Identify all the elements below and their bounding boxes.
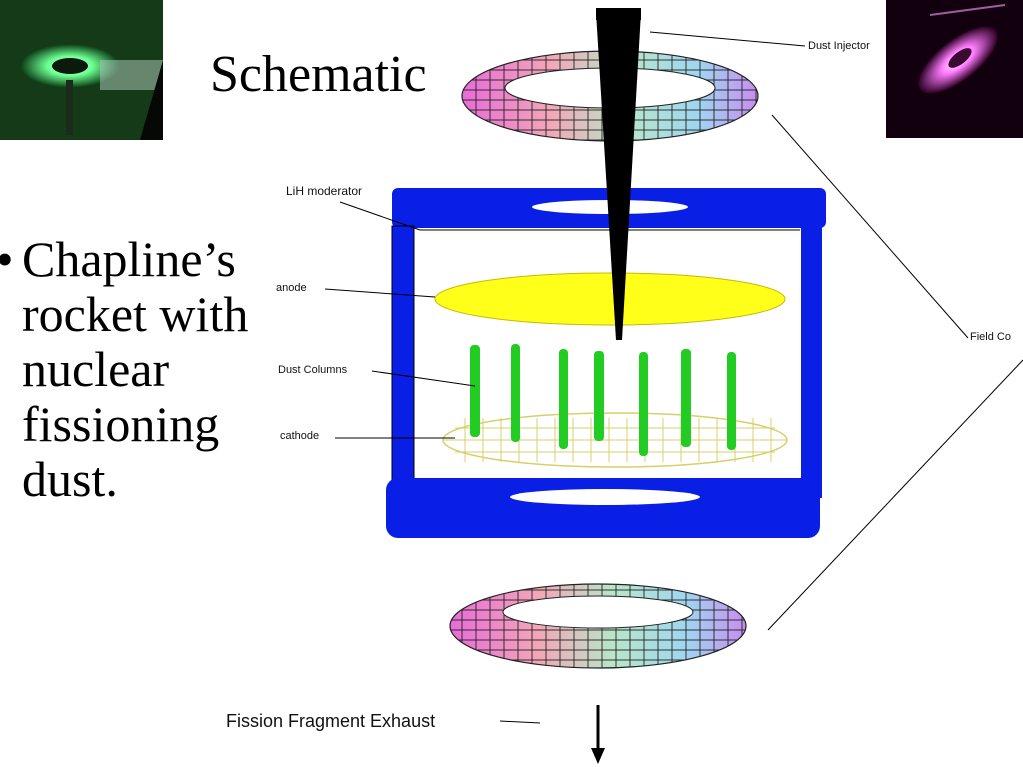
label-field-coils: Field Co [970,331,1011,343]
bullet-text-content: Chapline’s rocket with nuclear fissionin… [22,231,249,507]
photo-green-plasma [0,0,163,140]
bullet-text: • Chapline’s rocket with nuclear fission… [0,231,322,507]
leader-lines [324,31,1023,724]
label-dust-columns: Dust Columns [278,364,348,376]
anode-disc [434,272,786,326]
dust-columns [470,344,736,456]
slide-title: Schematic [210,46,427,103]
exhaust-arrow [591,705,605,764]
bullet-dot-icon: • [0,232,14,287]
dust-injector [596,12,641,340]
lih-moderator-cylinder [386,188,826,538]
bottom-field-coil [449,583,747,669]
label-exhaust: Fission Fragment Exhaust [226,711,436,731]
label-dust-injector: Dust Injector [808,40,870,52]
photo-pink-plasma [886,0,1023,138]
label-cathode: cathode [280,430,320,442]
label-anode: anode [276,282,307,294]
label-lih-moderator: LiH moderator [286,184,363,198]
